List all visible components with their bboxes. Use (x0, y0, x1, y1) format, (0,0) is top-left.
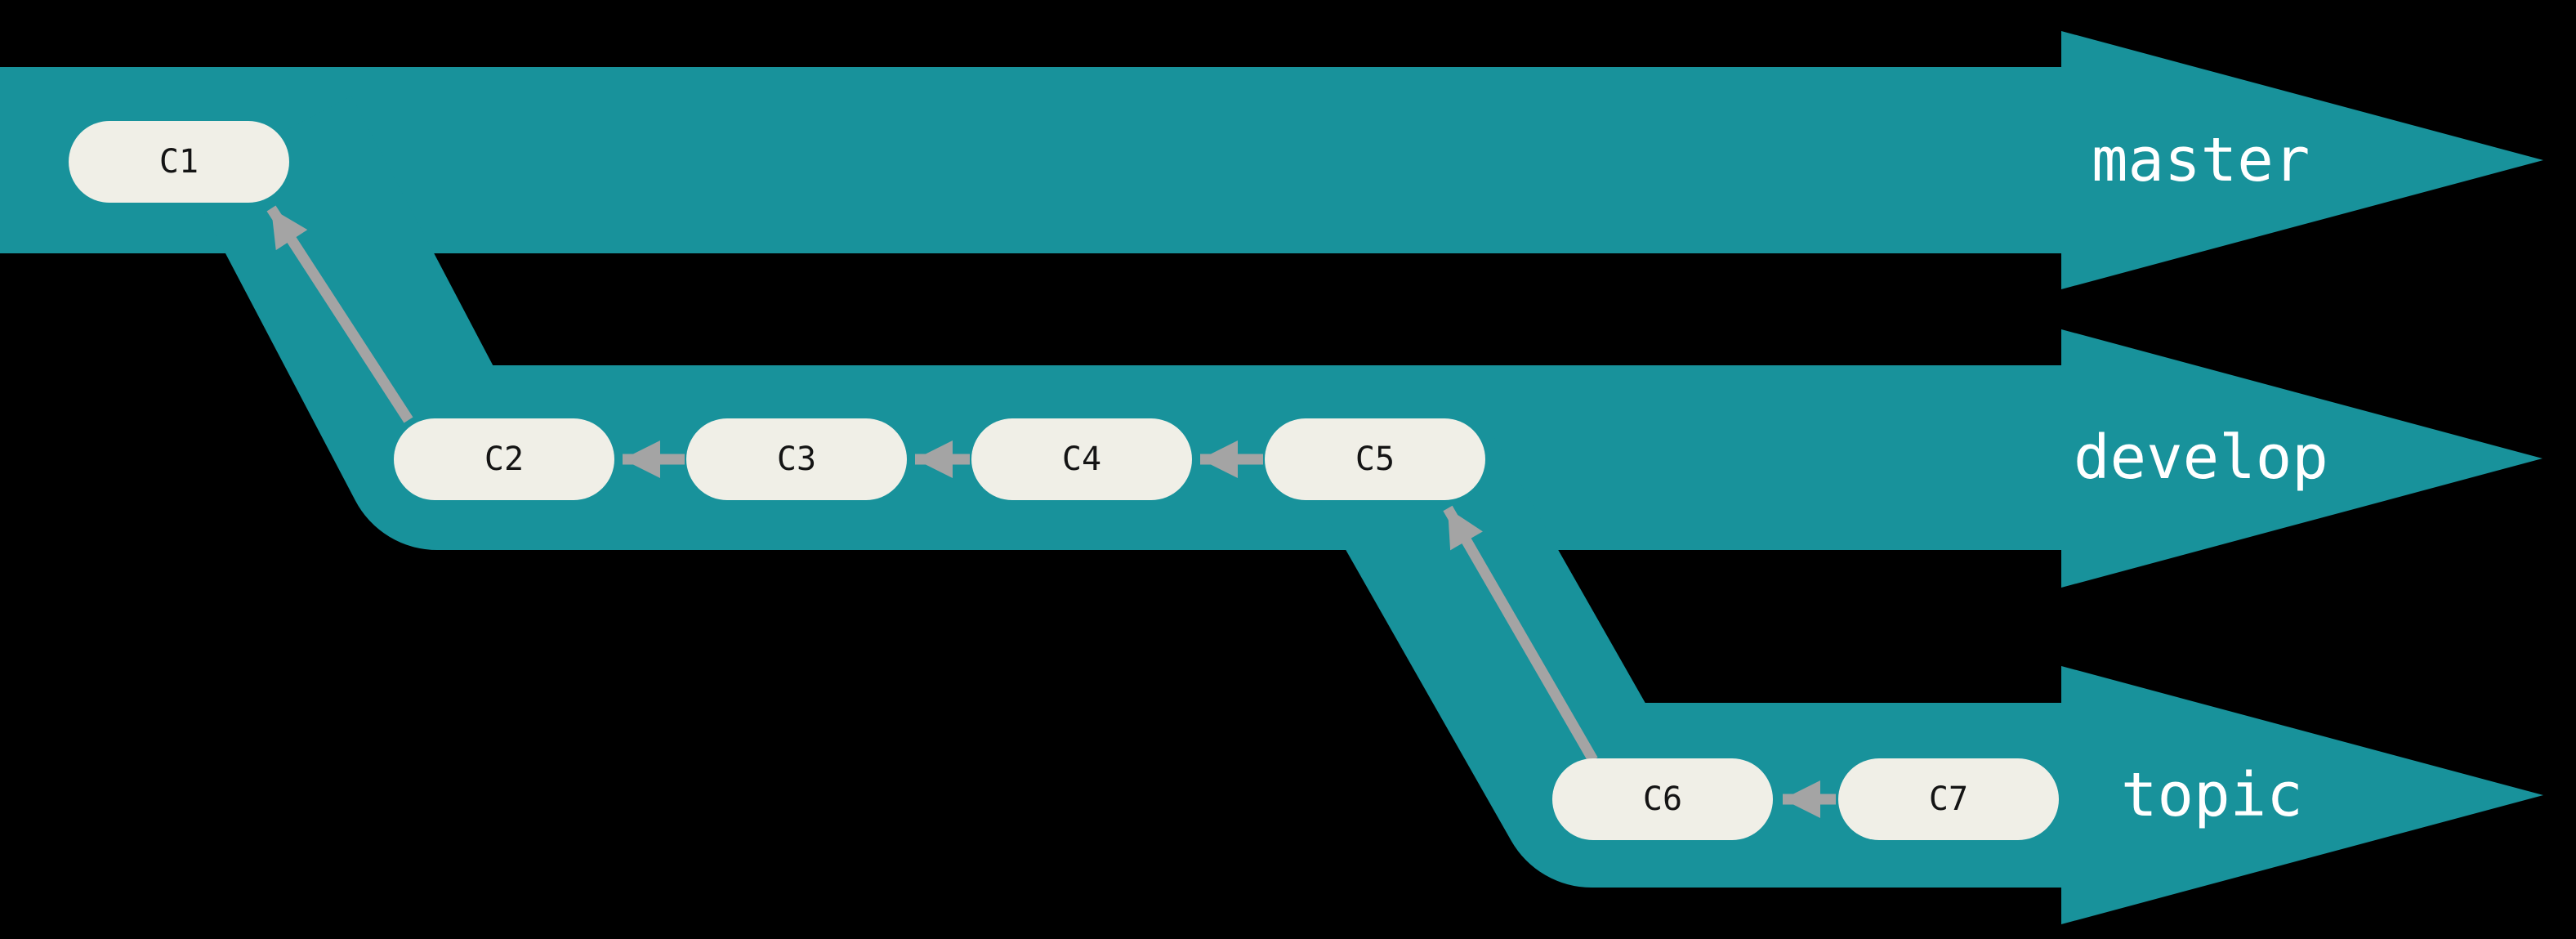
commit-id: C1 (159, 143, 199, 181)
commit-node-c6: C6 (1552, 758, 1773, 840)
develop-branch-band (523, 329, 2543, 588)
commit-pill (69, 121, 289, 203)
commit-node-group: C1 C2 C3 C4 C5 C6 (69, 121, 2059, 840)
topic-branch-band (1634, 666, 2543, 924)
edge-c2-to-c1 (266, 205, 413, 423)
commit-pill (394, 418, 614, 500)
commit-id: C7 (1929, 780, 1968, 818)
commit-id: C4 (1062, 440, 1101, 478)
commit-pill (1552, 758, 1773, 840)
commit-node-c7: C7 (1838, 758, 2059, 840)
commit-pill (1838, 758, 2059, 840)
commit-pill (971, 418, 1192, 500)
commit-id: C5 (1355, 440, 1395, 478)
commit-node-c4: C4 (971, 418, 1192, 500)
master-branch-band (0, 31, 2543, 289)
commit-node-c3: C3 (686, 418, 907, 500)
edge-c6-to-c5 (1443, 505, 1598, 763)
commit-pill (686, 418, 907, 500)
commit-id: C2 (484, 440, 524, 478)
branch-label-develop: develop (2074, 423, 2328, 493)
commit-id: C3 (777, 440, 816, 478)
branch-label-master: master (2092, 125, 2310, 195)
commit-node-c5: C5 (1265, 418, 1485, 500)
commit-edge-group (266, 205, 1836, 818)
branch-label-group: master develop topic (2074, 125, 2328, 830)
commit-pill (1265, 418, 1485, 500)
commit-node-c1: C1 (69, 121, 289, 203)
branch-label-topic: topic (2121, 760, 2303, 830)
commit-id: C6 (1643, 780, 1682, 818)
commit-node-c2: C2 (394, 418, 614, 500)
